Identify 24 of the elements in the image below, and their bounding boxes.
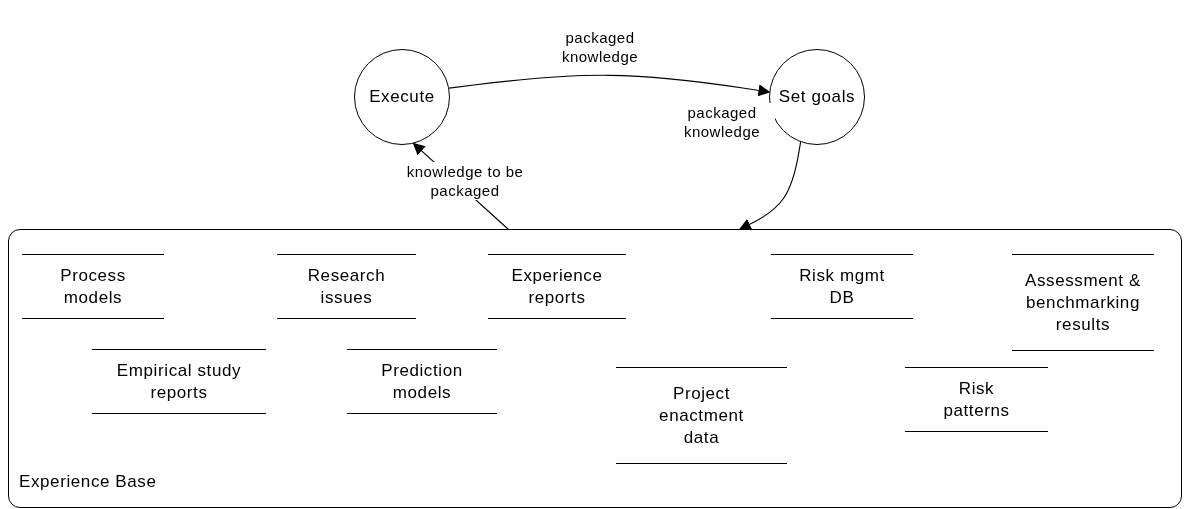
arrow [448,74,771,97]
data-store [616,367,787,464]
store-label: Project enactment data [658,382,745,449]
arrow [738,141,802,230]
data-store [771,254,913,319]
process-label: Execute [369,86,435,108]
store-label: Process models [59,264,127,309]
store-label: Risk patterns [942,377,1011,422]
data-store [22,254,164,319]
data-store [1012,254,1154,351]
store-label: Prediction models [380,359,464,404]
store-label: Research issues [306,264,387,309]
store-label: Empirical study reports [115,359,243,404]
data-store [92,349,266,414]
experience-base-container [8,229,1182,508]
data-store [905,367,1048,432]
data-store [347,349,497,414]
container-heading: Experience Base [19,471,157,493]
store-label: Risk mgmt DB [798,264,886,309]
store-label: Assessment & benchmarking results [1024,269,1142,336]
store-label: Experience reports [510,264,604,309]
data-store [488,254,626,319]
process-label: Set goals [778,86,856,108]
data-store [277,254,416,319]
